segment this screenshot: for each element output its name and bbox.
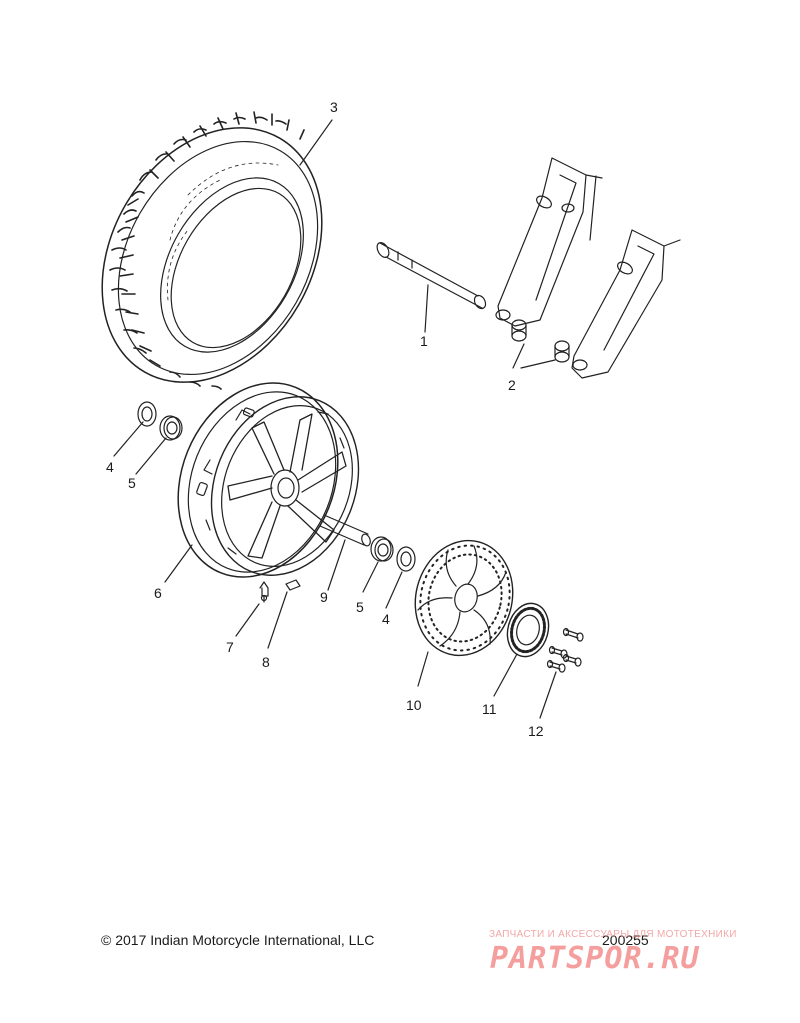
axle-spacers	[511, 319, 570, 363]
leader-6	[164, 544, 193, 583]
disc-bolts	[546, 627, 584, 673]
copyright-notice: © 2017 Indian Motorcycle International, …	[101, 932, 375, 948]
leader-11	[493, 653, 518, 697]
tire	[101, 111, 323, 390]
leader-1	[424, 284, 429, 333]
wheel-rim	[177, 382, 360, 578]
seal-right	[396, 546, 416, 572]
callout-6: 6	[154, 585, 162, 601]
leader-8	[267, 591, 288, 649]
bearing-right	[370, 536, 394, 562]
callout-10: 10	[406, 697, 422, 713]
leader-4b	[385, 571, 403, 609]
bearing-left	[159, 415, 183, 441]
valve-stem	[259, 581, 269, 603]
leader-7	[235, 603, 260, 637]
seal-left	[137, 401, 157, 427]
leader-4a	[113, 421, 144, 457]
brake-disc	[414, 539, 514, 657]
callout-4-left: 4	[106, 459, 114, 475]
leader-5b	[362, 561, 379, 593]
callout-5-left: 5	[128, 475, 136, 491]
fork-leg-left	[495, 157, 603, 327]
callout-12: 12	[528, 723, 544, 739]
callout-2: 2	[508, 377, 516, 393]
leader-5a	[135, 437, 167, 475]
callout-7: 7	[226, 639, 234, 655]
leader-3	[299, 119, 333, 166]
abs-tone-ring	[506, 602, 550, 658]
callout-3: 3	[330, 99, 338, 115]
fork-leg-right	[571, 229, 681, 379]
leader-12	[539, 671, 557, 719]
callout-9: 9	[320, 589, 328, 605]
watermark-logo: PARTSPOR.RU	[490, 941, 700, 976]
callout-4-right: 4	[382, 611, 390, 627]
callout-5-right: 5	[356, 599, 364, 615]
watermark-tagline: ЗАПЧАСТИ И АКСЕССУАРЫ ДЛЯ МОТОТЕХНИКИ	[489, 929, 737, 940]
leader-10	[417, 651, 429, 687]
balance-weight	[285, 579, 301, 591]
callout-11: 11	[482, 701, 497, 717]
callout-1: 1	[420, 333, 428, 349]
leader-2	[512, 343, 556, 369]
drawing-number: 200255	[602, 932, 649, 948]
leader-9	[327, 539, 346, 591]
front-axle	[376, 242, 487, 310]
callout-8: 8	[262, 654, 270, 670]
hub-spacer-tube	[319, 514, 371, 547]
